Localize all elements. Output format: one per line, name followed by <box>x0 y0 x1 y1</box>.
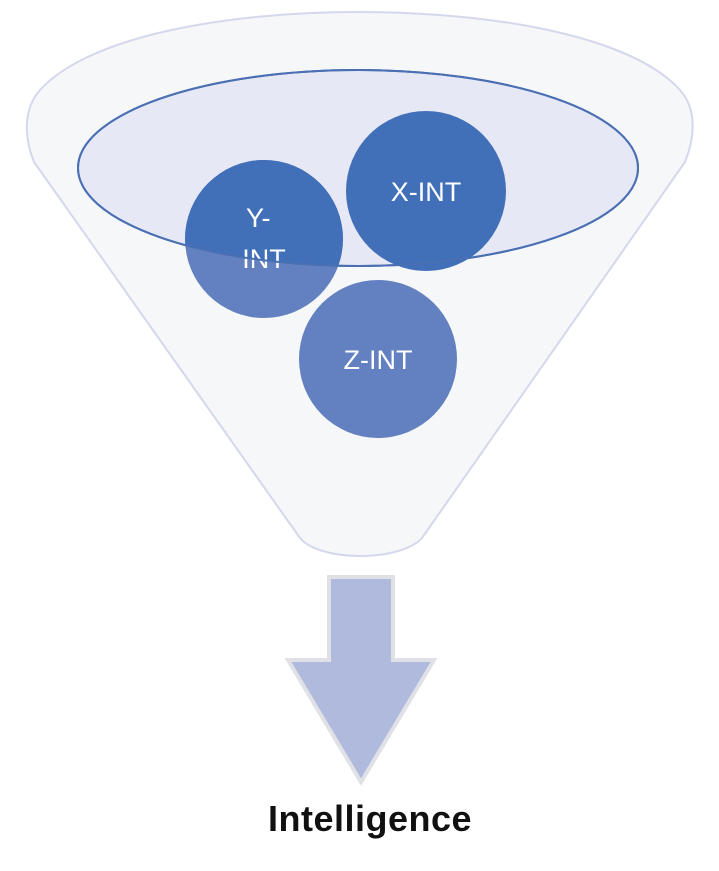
x-int-label: X-INT <box>391 177 462 207</box>
y-int-label-line1: Y- <box>246 203 271 233</box>
output-label: Intelligence <box>267 798 473 839</box>
down-arrow <box>284 575 438 786</box>
x-int-circle: X-INT <box>346 111 506 271</box>
y-int-circle: Y- INT <box>185 160 343 318</box>
z-int-label: Z-INT <box>344 345 413 375</box>
funnel-mouth-rim <box>77 69 639 267</box>
z-int-circle: Z-INT <box>299 280 457 438</box>
